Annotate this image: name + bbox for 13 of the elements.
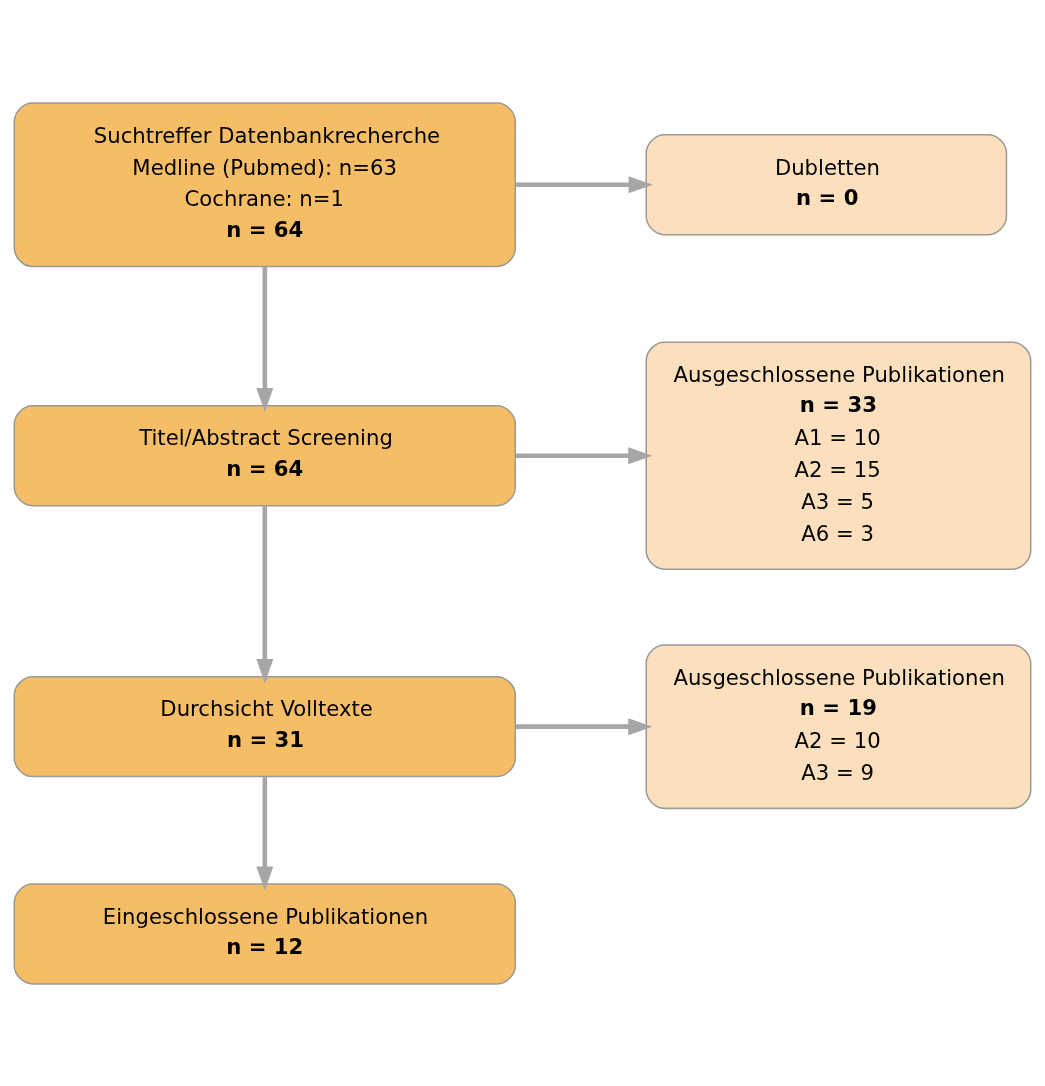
arrow: [256, 266, 274, 412]
node-box: Titel/Abstract Screening n = 64: [13, 404, 517, 506]
node-box: Durchsicht Volltexte n = 31: [13, 675, 517, 777]
arrow: [515, 717, 653, 735]
node-box: Ausgeschlossene Publikationen n = 19 A2 = 10 A3 = 9: [645, 643, 1032, 809]
arrow: [515, 175, 653, 193]
arrow: [515, 446, 653, 464]
node-box: Ausgeschlossene Publikationen n = 33 A1 = 10 A2 = 15 A3 = 5 A6 = 3: [645, 340, 1032, 570]
node-box: Dubletten n = 0: [645, 133, 1008, 235]
node-box: Eingeschlossene Publikationen n = 12: [13, 882, 517, 985]
arrow: [256, 505, 274, 683]
arrow: [256, 776, 274, 891]
node-box: Suchtreffer Datenbankrecherche Medline (Pubmed): n=63 Cochrane: n=1 n = 64: [13, 101, 517, 267]
